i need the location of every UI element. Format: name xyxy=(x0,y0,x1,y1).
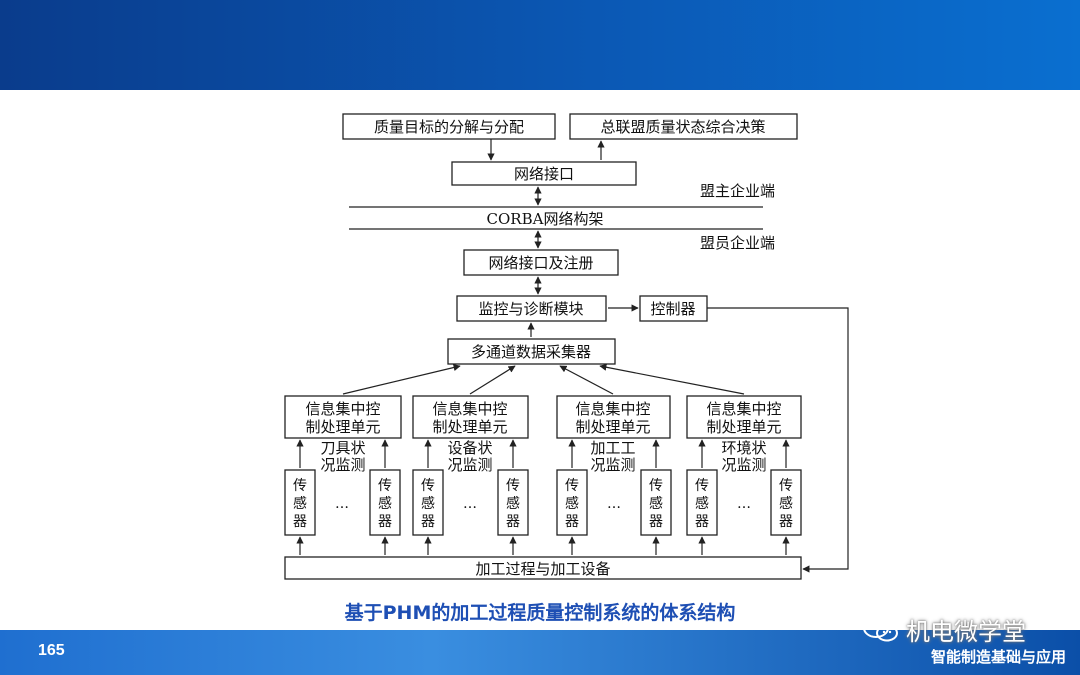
corba-label: CORBA网络构架 xyxy=(487,210,604,228)
alliance-decision-box xyxy=(569,113,798,140)
collector-label: 多通道数据采集器 xyxy=(471,343,591,361)
unit-box-4 xyxy=(686,395,802,439)
monitor-type-label: 况监测 xyxy=(590,456,635,474)
sensor-label: 器 xyxy=(378,514,392,530)
sensor-label: 传 xyxy=(506,478,520,494)
sensor-box xyxy=(369,469,401,536)
unit-label: 制处理单元 xyxy=(575,418,650,436)
process-label: 加工过程与加工设备 xyxy=(475,560,610,578)
sensor-label: 感 xyxy=(565,495,579,512)
sensor-label: 传 xyxy=(565,478,579,494)
monitor-type-label: 况监测 xyxy=(320,456,365,474)
sensor-box xyxy=(412,469,444,536)
ellipsis: … xyxy=(737,496,751,512)
process-box xyxy=(284,556,802,580)
sensor-label: 器 xyxy=(695,514,709,530)
unit-label: 信息集中控 xyxy=(575,400,650,418)
unit-box-3 xyxy=(556,395,671,439)
sensor-text-group: 传 感 器 传 感 器 传 感 器 传 感 器 传 感 器 传 感 器 传 感 … xyxy=(293,478,793,530)
sensor-box xyxy=(284,469,316,536)
sensor-label: 器 xyxy=(649,514,663,530)
sensor-box xyxy=(556,469,588,536)
monitor-type-label: 况监测 xyxy=(447,456,492,474)
monitor-type-label: 刀具状 xyxy=(320,439,365,457)
quality-goal-label: 质量目标的分解与分配 xyxy=(374,118,524,136)
sensor-label: 感 xyxy=(649,495,663,512)
sensor-label: 传 xyxy=(779,478,793,494)
arrow xyxy=(469,365,516,395)
watermark-text: 机电微学堂 xyxy=(906,618,1026,646)
network-register-box xyxy=(463,249,619,276)
sensor-box xyxy=(770,469,802,536)
sensor-label: 器 xyxy=(779,514,793,530)
sensor-label: 传 xyxy=(421,478,435,494)
sensor-label: 感 xyxy=(293,495,307,512)
sensor-label: 器 xyxy=(565,514,579,530)
member-side-label: 盟员企业端 xyxy=(700,234,775,252)
sensor-box xyxy=(640,469,672,536)
diagram-caption: 基于PHM的加工过程质量控制系统的体系结构 xyxy=(344,602,736,624)
sensor-label: 器 xyxy=(293,514,307,530)
watermark: 机电微学堂 xyxy=(862,612,1026,647)
monitor-diagnosis-label: 监控与诊断模块 xyxy=(478,300,583,318)
monitor-type-label: 设备状 xyxy=(447,439,492,457)
sensor-box xyxy=(497,469,529,536)
arrow xyxy=(599,363,745,395)
footer-bar xyxy=(0,630,1080,675)
monitor-diagnosis-box xyxy=(456,295,607,322)
ellipsis: … xyxy=(463,496,477,512)
sensor-label: 器 xyxy=(506,514,520,530)
monitor-type-label: 环境状 xyxy=(721,439,766,457)
unit-label: 制处理单元 xyxy=(706,418,781,436)
unit-label: 制处理单元 xyxy=(432,418,507,436)
unit-box-1 xyxy=(284,395,402,439)
unit-box-2 xyxy=(412,395,529,439)
wechat-icon xyxy=(863,617,898,641)
sensor-label: 感 xyxy=(779,495,793,512)
sensor-label: 传 xyxy=(293,478,307,494)
network-register-label: 网络接口及注册 xyxy=(488,254,593,272)
ellipsis: … xyxy=(607,496,621,512)
network-interface-box xyxy=(451,161,637,186)
unit-label: 信息集中控 xyxy=(432,400,507,418)
arrow xyxy=(342,364,461,395)
arrow xyxy=(559,365,614,395)
sensor-label: 感 xyxy=(695,495,709,512)
sensor-label: 感 xyxy=(421,495,435,512)
ellipsis: … xyxy=(335,496,349,512)
unit-label: 信息集中控 xyxy=(706,400,781,418)
sensor-label: 感 xyxy=(506,495,520,512)
leader-side-label: 盟主企业端 xyxy=(700,182,775,200)
network-interface-label: 网络接口 xyxy=(514,165,574,183)
sensor-label: 传 xyxy=(378,478,392,494)
monitor-type-label: 况监测 xyxy=(721,456,766,474)
controller-label: 控制器 xyxy=(650,300,695,318)
collector-box xyxy=(447,338,616,365)
header-bar xyxy=(0,0,1080,90)
alliance-decision-label: 总联盟质量状态综合决策 xyxy=(600,118,765,136)
monitor-type-label: 加工工 xyxy=(590,439,635,457)
course-title: 智能制造基础与应用 xyxy=(930,648,1066,666)
sensor-label: 感 xyxy=(378,495,392,512)
unit-label: 制处理单元 xyxy=(305,418,380,436)
sensor-label: 器 xyxy=(421,514,435,530)
sensor-box xyxy=(686,469,718,536)
page-number: 165 xyxy=(38,642,65,659)
controller-feedback-arrow xyxy=(707,307,849,573)
sensor-label: 传 xyxy=(695,478,709,494)
unit-label: 信息集中控 xyxy=(305,400,380,418)
sensor-label: 传 xyxy=(649,478,663,494)
quality-goal-box xyxy=(342,113,556,140)
